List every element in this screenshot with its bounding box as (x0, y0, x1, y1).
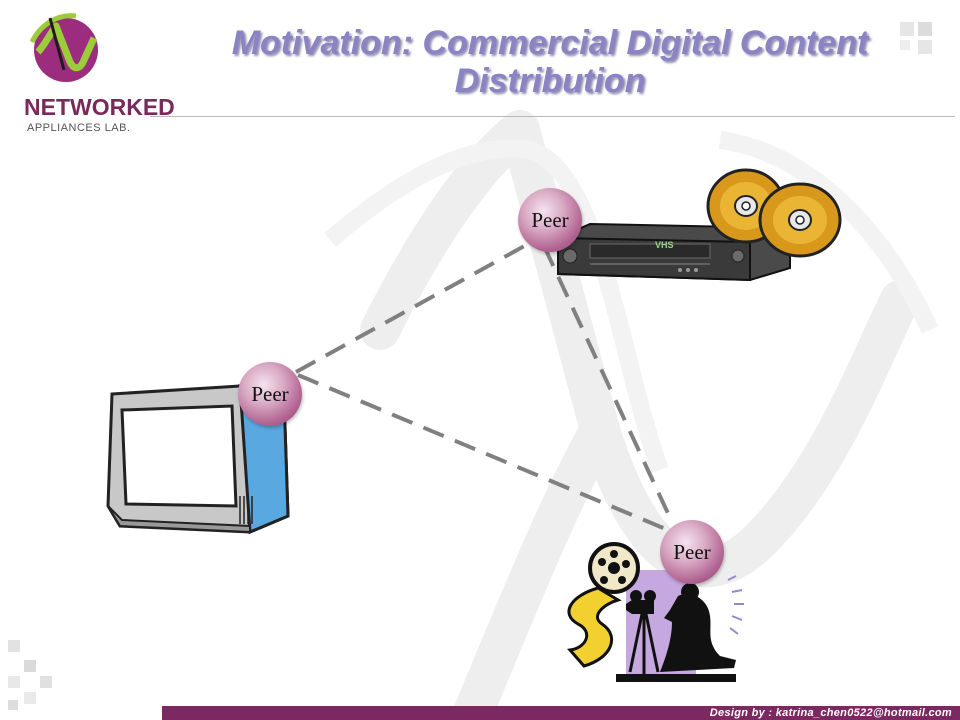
television-icon (106, 384, 290, 535)
disc-icon (758, 182, 842, 258)
slide-title-line1: Motivation: Commercial Digital Content (231, 24, 869, 62)
logo-subtitle: APPLIANCES LAB. (27, 122, 131, 134)
networked-appliances-lab-logo-icon (30, 13, 98, 82)
footer-credit: Design by : katrina_chen0522@hotmail.com (709, 707, 952, 719)
footer-bar (162, 706, 960, 720)
vhs-label: VHS (655, 240, 674, 250)
title-divider (150, 116, 955, 117)
slide-title-line2: Distribution (454, 62, 646, 100)
edge-tv-to-movie (297, 373, 669, 532)
edge-media-player-to-movie (542, 245, 674, 523)
peer-node-media-player: Peer (518, 188, 582, 252)
peer-node-movie: Peer (660, 520, 724, 584)
logo-wordmark: NETWORKED (24, 94, 175, 120)
peer-node-tv: Peer (238, 362, 302, 426)
movie-camera-icon (567, 542, 744, 682)
slide-title: Motivation: Commercial Digital Content D… (150, 24, 950, 100)
edge-tv-to-media-player (295, 242, 529, 374)
